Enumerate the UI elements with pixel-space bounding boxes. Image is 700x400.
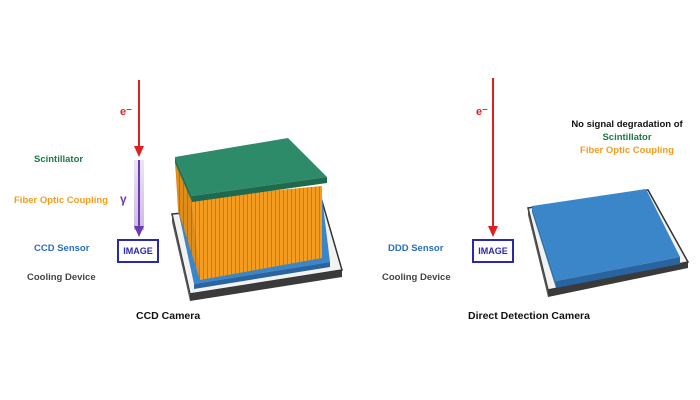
ddd-sensor-side	[532, 206, 556, 288]
ddd-sensor-top	[532, 189, 680, 281]
ddd-note: No signal degradation of Scintillator Fi…	[562, 118, 692, 157]
ddd-note-line1: No signal degradation of	[571, 119, 683, 130]
ddd-camera-caption: Direct Detection Camera	[468, 310, 590, 322]
ddd-note-line2: Scintillator	[602, 132, 652, 143]
ccd-cooling-label: Cooling Device	[27, 272, 96, 283]
ccd-fiber-optic-side	[175, 160, 200, 280]
ccd-image-box: IMAGE	[117, 239, 159, 263]
ccd-scintillator-label: Scintillator	[34, 154, 84, 165]
ccd-sensor-front	[194, 262, 330, 289]
ddd-note-line3: Fiber Optic Coupling	[580, 145, 674, 156]
ddd-image-box: IMAGE	[472, 239, 514, 263]
ddd-sensor-front	[556, 257, 680, 288]
ddd-sensor-label: DDD Sensor	[388, 243, 444, 254]
ccd-camera-caption: CCD Camera	[136, 310, 201, 322]
ccd-gamma-arrow	[134, 160, 144, 237]
ccd-fiber-optic-label: Fiber Optic Coupling	[14, 195, 108, 206]
ccd-scintillator-top	[175, 138, 327, 196]
ddd-electron-arrow	[488, 78, 498, 237]
ccd-scintillator-side	[175, 157, 192, 202]
ccd-sensor-label: CCD Sensor	[34, 243, 90, 254]
ccd-electron-label: e⁻	[120, 106, 132, 118]
ccd-detector-stack	[171, 138, 343, 301]
ddd-cooling-device-front	[548, 262, 688, 297]
ccd-scintillator-front	[192, 177, 327, 202]
ddd-detector-stack	[527, 189, 690, 297]
ddd-cooling-label: Cooling Device	[382, 272, 451, 283]
ccd-gamma-label: γ	[120, 192, 127, 206]
ccd-fiber-optic-front	[191, 186, 322, 280]
ccd-cooling-device-front	[190, 270, 342, 301]
ccd-cooling-device-side	[172, 214, 190, 301]
ccd-electron-arrow	[134, 80, 144, 157]
ddd-cooling-device-side	[528, 208, 548, 297]
ddd-electron-label: e⁻	[476, 106, 488, 118]
